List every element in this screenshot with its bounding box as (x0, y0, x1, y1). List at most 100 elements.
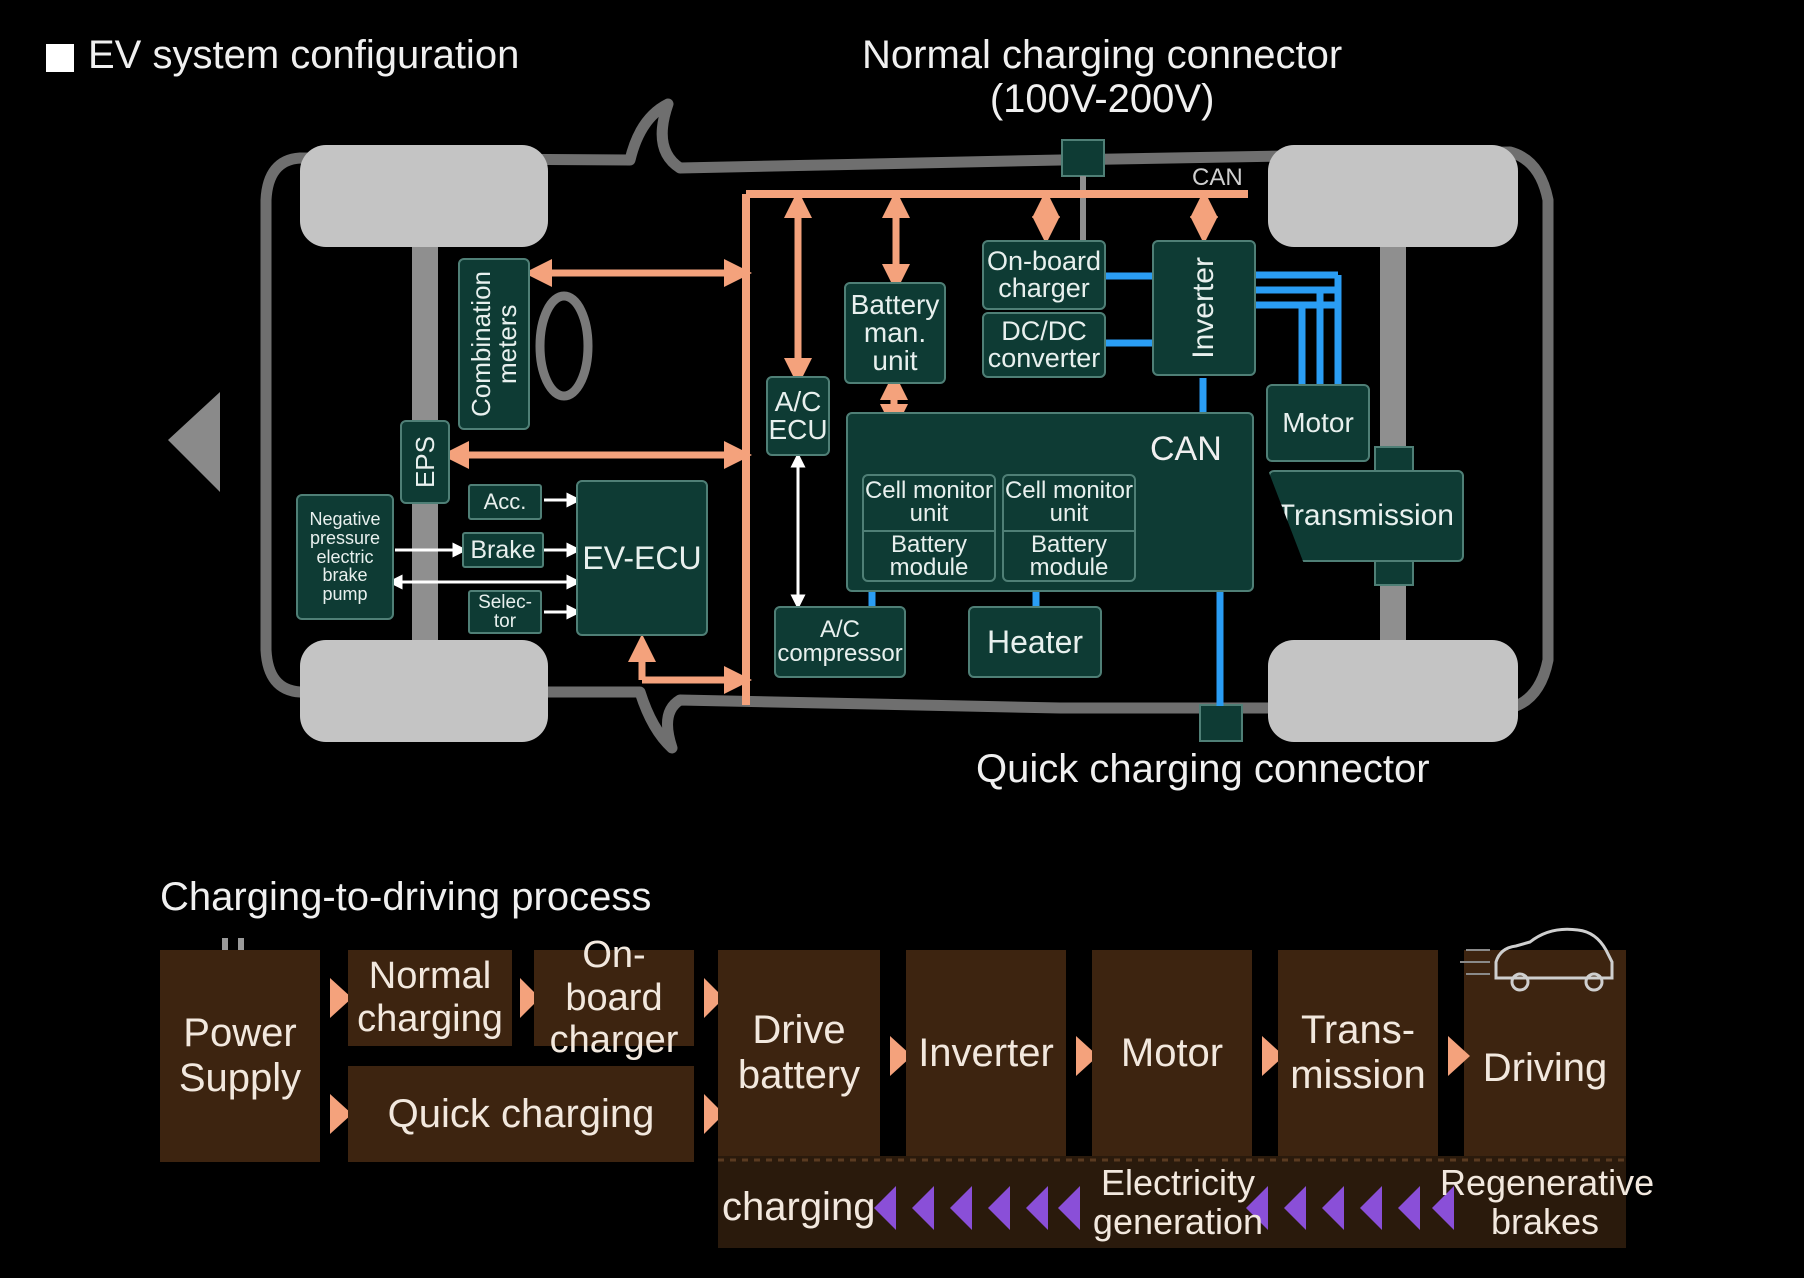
motor-box: Motor (1266, 384, 1370, 462)
transmission-label: Transmission (1276, 499, 1454, 532)
inverter-box: Inverter (1152, 240, 1256, 376)
quick-charging-connector-label: Quick charging connector (976, 747, 1430, 791)
ac-compressor-line1: A/C (819, 616, 860, 643)
regen-brakes-line2: brakes (1490, 1200, 1600, 1242)
transmission-box: Transmission (1268, 470, 1464, 562)
process-title: Charging-to-driving process (160, 875, 652, 919)
car-icon (1460, 927, 1614, 992)
cell-monitor-1-line2: unit (909, 500, 949, 527)
brake-pump-box: Negative pressure electric brake pump (296, 494, 394, 620)
dcdc-line2: converter (987, 343, 1101, 373)
motor-label: Motor (1282, 407, 1354, 438)
cell-monitor-2-line1: Cell monitor (1004, 477, 1134, 505)
brake-pump-line4: brake (322, 565, 368, 586)
brake-pump-line1: Negative (309, 508, 381, 529)
regen-charging-label: charging (722, 1185, 876, 1229)
ac-compressor-line2: compressor (777, 640, 903, 667)
quick-charging-label: Quick charging (387, 1091, 655, 1136)
acc-box: Acc. (468, 484, 542, 520)
diagram-title: EV system configuration (88, 33, 520, 77)
selector-line1: Selec- (478, 592, 532, 613)
onboard-charger-box: On-board charger (982, 240, 1106, 310)
normal-charging-line2: charging (357, 998, 503, 1040)
wheel-front-top (300, 145, 548, 247)
process-arrow-4 (704, 978, 724, 1018)
normal-connector-line2: (100V-200V) (989, 77, 1215, 121)
dcdc-line1: DC/DC (1001, 316, 1087, 346)
process-arrow-3 (520, 978, 540, 1018)
regen-brakes-label: Regenerative brakes (1440, 1162, 1655, 1242)
brake-pump-line5: pump (322, 584, 368, 605)
process-transmission-line2: mission (1290, 1053, 1426, 1097)
ac-ecu-line2: ECU (768, 414, 828, 445)
brake-pump-line2: pressure (309, 527, 381, 548)
battery-management-unit-box: Battery man. unit (844, 282, 946, 384)
battery-module-2-line1: Battery (1030, 531, 1108, 559)
process-onboard-line1: On-board (565, 934, 663, 1019)
wheel-front-bottom (300, 640, 548, 742)
process-inverter: Inverter (906, 950, 1066, 1156)
selector-box: Selec- tor (468, 590, 542, 634)
electricity-generation-line1: Electricity (1100, 1162, 1256, 1203)
wheel-rear-bottom (1268, 640, 1518, 742)
battery-module-1-line1: Battery (890, 531, 968, 559)
normal-charging-connector-label: Normal charging connector (100V-200V) (862, 34, 1342, 120)
drive-battery-line1: Drive (752, 1008, 846, 1053)
process-motor-label: Motor (1120, 1030, 1224, 1075)
ac-ecu-line1: A/C (774, 386, 822, 417)
ac-ecu-box: A/C ECU (766, 376, 830, 456)
electricity-generation-line2: generation (1092, 1200, 1264, 1242)
process-driving-label: Driving (1482, 1045, 1608, 1090)
cell-monitor-2-line2: unit (1049, 500, 1089, 527)
process-inverter-label: Inverter (918, 1030, 1054, 1075)
cell-monitor-unit-2: Cell monitor unit Battery module (1002, 474, 1136, 582)
process-onboard-charger: On-board charger (534, 934, 694, 1061)
title-square-icon (46, 44, 74, 72)
process-arrow-6 (890, 1036, 912, 1076)
combination-meters-box: Combination meters (458, 258, 530, 430)
wheel-rear-top (1268, 145, 1518, 247)
selector-line2: tor (493, 611, 517, 632)
process-quick-charging: Quick charging (348, 1066, 694, 1162)
battery-module-2-line2: module (1029, 554, 1109, 581)
acc-label: Acc. (483, 489, 527, 514)
process-onboard-line2: charger (549, 1019, 679, 1062)
normal-connector-line1: Normal charging connector (862, 33, 1343, 77)
onboard-charger-line2: charger (998, 273, 1090, 303)
process-transmission-line1: Trans- (1300, 1008, 1416, 1053)
ev-ecu-box: EV-ECU (576, 480, 708, 636)
process-arrow-1 (330, 978, 352, 1018)
process-arrow-8 (1262, 1036, 1284, 1076)
regen-brakes-line1: Regenerative (1440, 1162, 1655, 1203)
process-arrow-7 (1076, 1036, 1098, 1076)
process-normal-charging: Normal charging (348, 950, 512, 1046)
ac-compressor-box: A/C compressor (774, 606, 906, 678)
cell-monitor-1-line1: Cell monitor (864, 477, 994, 505)
process-arrow-9 (1448, 1036, 1470, 1076)
onboard-charger-line1: On-board (986, 246, 1102, 276)
process-transmission: Trans- mission (1278, 950, 1438, 1156)
heater-box: Heater (968, 606, 1102, 678)
battery-man-line3: unit (872, 345, 918, 376)
dcdc-converter-box: DC/DC converter (982, 312, 1106, 378)
brake-box: Brake (462, 532, 544, 568)
eps-box: EPS (400, 420, 450, 504)
steering-wheel-shape (535, 291, 593, 401)
cell-monitor-unit-1: Cell monitor unit Battery module (862, 474, 996, 582)
process-drive-battery: Drive battery (718, 950, 880, 1156)
front-direction-arrow-icon (168, 392, 220, 492)
power-supply-line1: Power (183, 1011, 297, 1056)
ev-ecu-label: EV-ECU (582, 540, 702, 576)
process-driving: Driving (1464, 950, 1626, 1156)
normal-connector-port (1061, 139, 1105, 177)
heater-label: Heater (986, 624, 1084, 660)
drive-battery-line2: battery (737, 1053, 861, 1097)
process-motor: Motor (1092, 950, 1252, 1156)
process-arrow-2 (330, 1094, 352, 1134)
brake-pump-line3: electric (316, 546, 374, 567)
normal-charging-line1: Normal (368, 955, 492, 998)
process-power-supply: Power Supply (160, 950, 320, 1162)
can-label-top: CAN (1192, 164, 1243, 191)
regen-electricity-generation-label: Electricity generation (1092, 1162, 1264, 1242)
battery-man-line1: Battery (850, 289, 940, 320)
